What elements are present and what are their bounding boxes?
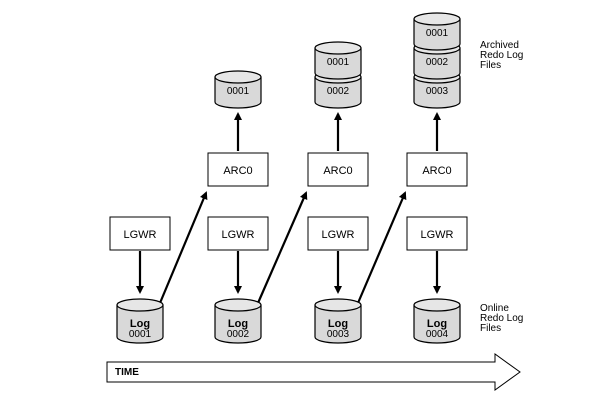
- process-box-frame: [406, 216, 468, 251]
- arc0-process-3-label: ARC0: [422, 165, 451, 177]
- cylinder-body: [214, 76, 262, 109]
- cylinder-top: [314, 298, 362, 312]
- cylinder-body: [314, 304, 362, 344]
- online-log-sequence: 0002: [227, 329, 250, 340]
- cylinder-body: [413, 76, 461, 109]
- archived-log-2-1: 0001: [314, 41, 362, 80]
- online-log-label: Log: [228, 318, 248, 330]
- archived-redo-log-files-caption-line: Archived: [480, 40, 519, 51]
- time-arrow-shape: [106, 353, 521, 391]
- online-log-sequence: 0004: [426, 329, 449, 340]
- arc0-process-1: ARC0: [207, 152, 269, 187]
- cylinder-top: [214, 70, 262, 84]
- online-log-sequence: 0001: [129, 329, 152, 340]
- online-redo-log-files-caption-line: Files: [480, 323, 501, 334]
- cylinder-body: [214, 304, 262, 344]
- cylinder-body: [314, 47, 362, 80]
- cylinder-body: [413, 18, 461, 51]
- process-box-frame: [207, 152, 269, 187]
- cylinder-top: [413, 12, 461, 26]
- cylinder-body: [413, 304, 461, 344]
- process-box-frame: [207, 216, 269, 251]
- cylinder-top: [214, 298, 262, 312]
- lgwr-process-3: LGWR: [307, 216, 369, 251]
- arc0-process-2-label: ARC0: [323, 165, 352, 177]
- process-box-frame: [109, 216, 171, 251]
- process-boxes-layer: LGWR LGWR LGWR LGWR ARC0 ARC0 ARC0: [109, 152, 468, 251]
- arc0-process-1-label: ARC0: [223, 165, 252, 177]
- online-log-label: Log: [130, 318, 150, 330]
- process-box-frame: [307, 152, 369, 187]
- time-label: TIME: [115, 367, 139, 378]
- archived-redo-log-files-caption-line: Files: [480, 60, 501, 71]
- process-box-frame: [307, 216, 369, 251]
- online-log-label: Log: [427, 318, 447, 330]
- time-arrow-layer: TIME: [106, 353, 521, 391]
- lgwr-process-1-label: LGWR: [124, 229, 157, 241]
- cylinder-body: [413, 47, 461, 80]
- online-log-label: Log: [328, 318, 348, 330]
- cylinder-body: [314, 76, 362, 109]
- lgwr-process-2-label: LGWR: [222, 229, 255, 241]
- log-to-arc0-arrow-2: [256, 191, 308, 304]
- archived-log-3-1: 0001: [413, 12, 461, 51]
- cylinder-body: [116, 304, 164, 344]
- archived-log-sequence: 0001: [227, 86, 250, 97]
- cylinder-top: [314, 41, 362, 55]
- arc0-process-3: ARC0: [406, 152, 468, 187]
- log-to-arc0-arrow-3: [356, 191, 407, 304]
- lgwr-process-3-label: LGWR: [322, 229, 355, 241]
- online-log-sequence: 0003: [327, 329, 350, 340]
- cylinder-top: [413, 298, 461, 312]
- lgwr-process-1: LGWR: [109, 216, 171, 251]
- archived-log-1-1: 0001: [214, 70, 262, 109]
- online-redo-log-files-caption-line: Online: [480, 303, 509, 314]
- lgwr-process-2: LGWR: [207, 216, 269, 251]
- archived-log-sequence: 0001: [426, 28, 449, 39]
- lgwr-process-4-label: LGWR: [421, 229, 454, 241]
- online-redo-log-files-caption-line: Redo Log: [480, 313, 523, 324]
- archived-log-sequence: 0003: [426, 86, 449, 97]
- archived-log-sequence: 0002: [327, 86, 350, 97]
- time-arrow: TIME: [106, 353, 521, 391]
- cylinder-top: [116, 298, 164, 312]
- arrows-layer: [136, 112, 441, 304]
- log-to-arc0-arrow-1: [158, 191, 208, 304]
- archived-redo-log-files-caption-line: Redo Log: [480, 50, 523, 61]
- lgwr-process-4: LGWR: [406, 216, 468, 251]
- archived-log-sequence: 0001: [327, 57, 350, 68]
- arc0-process-2: ARC0: [307, 152, 369, 187]
- process-box-frame: [406, 152, 468, 187]
- archived-log-sequence: 0002: [426, 57, 449, 68]
